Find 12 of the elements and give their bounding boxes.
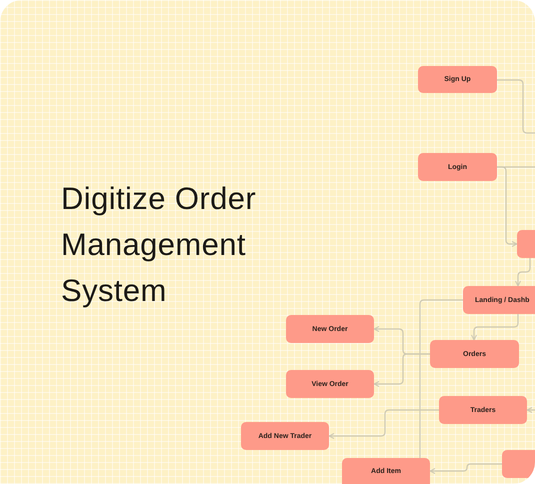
connector-arrow — [430, 463, 502, 474]
connector-arrow — [471, 314, 519, 340]
connector-arrow — [497, 166, 518, 247]
connector-arrow — [526, 407, 535, 413]
connector-arrow — [328, 409, 439, 439]
connector-arrow — [374, 353, 430, 387]
process-box — [502, 450, 535, 478]
title: Digitize Order Management System — [61, 180, 258, 310]
connector-line — [497, 79, 535, 134]
connector-arrow — [515, 258, 531, 286]
process-box — [517, 230, 535, 258]
connector-line — [419, 299, 463, 458]
